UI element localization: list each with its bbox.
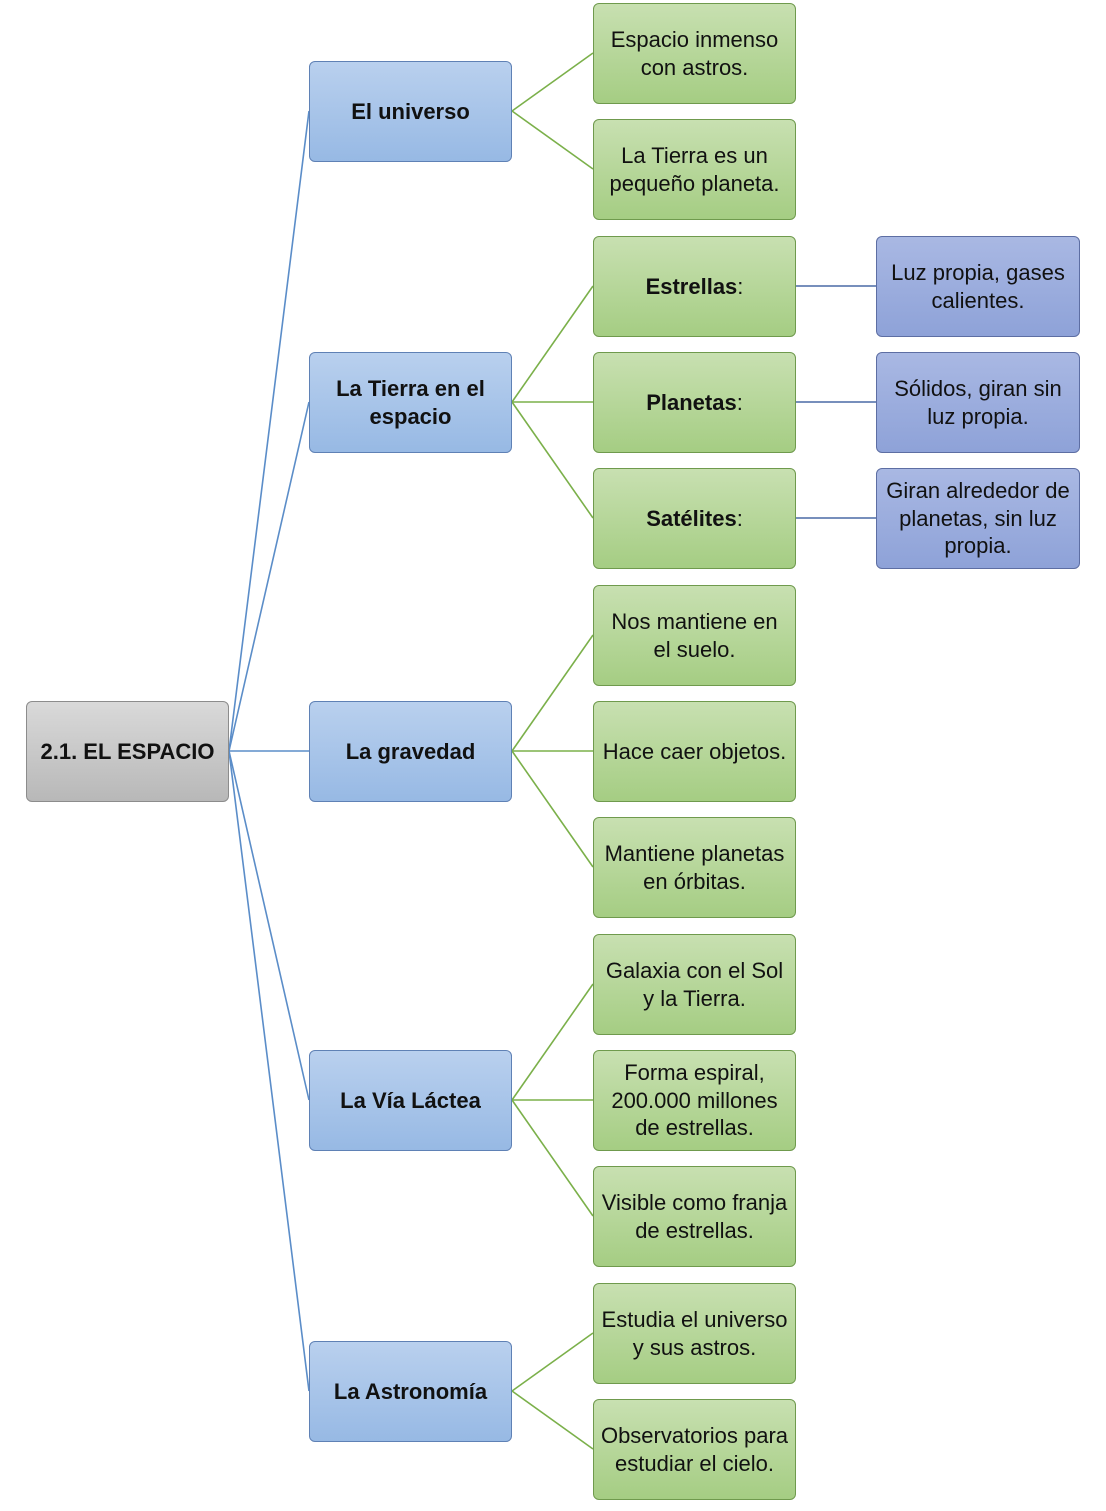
leaf-term-suffix: : (736, 389, 743, 415)
branch-la-tierra-en-el-espacio: La Tierra en el espacio (309, 352, 512, 453)
leaf-text: Observatorios para estudiar el cielo. (600, 1423, 789, 1476)
branch-label: El universo (351, 98, 470, 124)
leaf-universo-2: La Tierra es un pequeño planeta. (593, 119, 796, 220)
leaf-universo-1: Espacio inmenso con astros. (593, 3, 796, 104)
branch-connector (511, 110, 594, 170)
leaf-text: Galaxia con el Sol y la Tierra. (605, 958, 784, 1011)
detail-text: Luz propia, gases calientes. (891, 260, 1065, 313)
branch-connector (511, 983, 594, 1101)
branch-el-universo: El universo (309, 61, 512, 162)
leaf-term-suffix: : (737, 273, 744, 299)
root-node: 2.1. EL ESPACIO (26, 701, 229, 802)
branch-connector (511, 285, 594, 403)
leaf-gravedad-1: Nos mantiene en el suelo. (593, 585, 796, 686)
branch-label: La gravedad (345, 738, 476, 764)
leaf-term-suffix: : (736, 505, 743, 531)
leaf-estrellas: Estrellas: (593, 236, 796, 337)
branch-label: La Tierra en el espacio (336, 376, 485, 429)
branch-la-astronomia: La Astronomía (309, 1341, 512, 1442)
root-connector (228, 401, 310, 752)
leaf-text: Satélites: (646, 505, 743, 533)
branch-la-gravedad: La gravedad (309, 701, 512, 802)
branch-connector (511, 1099, 594, 1217)
branch-la-via-lactea: La Vía Láctea (309, 1050, 512, 1151)
detail-satelites: Giran alrededor de planetas, sin luz pro… (876, 468, 1080, 569)
leaf-via-lactea-3: Visible como franja de estrellas. (593, 1166, 796, 1267)
leaf-astronomia-1: Estudia el universo y sus astros. (593, 1283, 796, 1384)
branch-connector (511, 52, 594, 112)
leaf-planetas: Planetas: (593, 352, 796, 453)
branch-label: La Astronomía (333, 1378, 488, 1404)
leaf-astronomia-2: Observatorios para estudiar el cielo. (593, 1399, 796, 1500)
root-label: 2.1. EL ESPACIO (40, 738, 215, 764)
leaf-text: Mantiene planetas en órbitas. (604, 841, 785, 894)
leaf-via-lactea-1: Galaxia con el Sol y la Tierra. (593, 934, 796, 1035)
leaf-text: La Tierra es un pequeño planeta. (609, 143, 780, 196)
root-connector (228, 110, 310, 752)
leaf-text: Estrellas: (646, 273, 744, 301)
leaf-satelites: Satélites: (593, 468, 796, 569)
leaf-term: Planetas (646, 389, 737, 415)
detail-text: Giran alrededor de planetas, sin luz pro… (886, 478, 1070, 559)
branch-connector (511, 401, 594, 519)
leaf-text: Planetas: (646, 389, 743, 417)
branch-connector (511, 750, 594, 868)
detail-planetas: Sólidos, giran sin luz propia. (876, 352, 1080, 453)
branch-connector (511, 634, 594, 752)
leaf-text: Nos mantiene en el suelo. (611, 609, 778, 662)
leaf-gravedad-2: Hace caer objetos. (593, 701, 796, 802)
leaf-gravedad-3: Mantiene planetas en órbitas. (593, 817, 796, 918)
leaf-term: Estrellas (645, 273, 738, 299)
detail-text: Sólidos, giran sin luz propia. (894, 376, 1062, 429)
leaf-text: Estudia el universo y sus astros. (601, 1307, 788, 1360)
leaf-via-lactea-2: Forma espiral, 200.000 millones de estre… (593, 1050, 796, 1151)
leaf-text: Espacio inmenso con astros. (610, 27, 779, 80)
root-connector (228, 750, 310, 1101)
leaf-text: Hace caer objetos. (602, 738, 787, 764)
branch-connector (511, 1390, 594, 1450)
detail-estrellas: Luz propia, gases calientes. (876, 236, 1080, 337)
branch-connector (511, 1332, 594, 1392)
root-connector (228, 750, 310, 1392)
leaf-term: Satélites (646, 505, 737, 531)
branch-label: La Vía Láctea (340, 1087, 481, 1113)
leaf-text: Forma espiral, 200.000 millones de estre… (611, 1060, 778, 1141)
leaf-text: Visible como franja de estrellas. (601, 1190, 788, 1243)
